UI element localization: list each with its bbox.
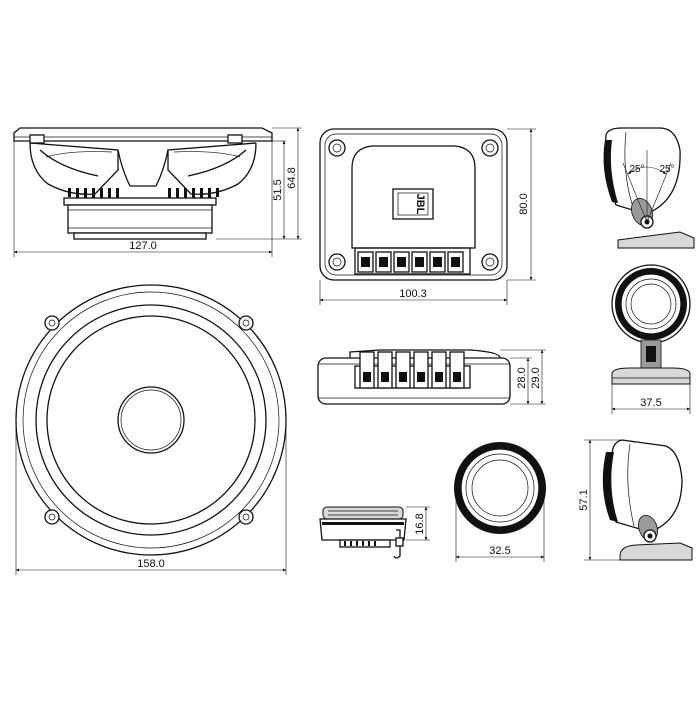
woofer-total-depth-label: 64.8 xyxy=(286,167,298,188)
woofer-side-view xyxy=(13,127,273,240)
terminal-block xyxy=(357,251,464,273)
pod-front-dimensions: 37.5 xyxy=(611,384,691,414)
tweeter-diameter-label: 32.5 xyxy=(489,545,510,557)
woofer-front-dimensions: 158.0 xyxy=(15,420,287,575)
jbl-logo-text: JBL xyxy=(414,194,426,215)
woofer-side-dimensions: 127.0 51.5 64.8 xyxy=(13,127,302,257)
woofer-front-diameter-label: 158.0 xyxy=(137,558,165,570)
tilt-left-label: 25° xyxy=(629,164,644,175)
jbl-logo: JBL xyxy=(392,188,434,220)
pod-front-view xyxy=(611,264,691,385)
woofer-front-view xyxy=(15,284,287,556)
pod-base-width-label: 37.5 xyxy=(640,397,661,409)
pod-bottom-dimensions: 57.1 xyxy=(578,439,622,561)
crossover-side-view xyxy=(317,349,511,405)
pod-side-view: 25° 25° xyxy=(603,127,695,249)
tweeter-front-dimensions: 32.5 xyxy=(455,488,545,562)
tweeter-front-view xyxy=(454,442,546,534)
crossover-depth-inner-label: 28.0 xyxy=(516,367,528,388)
crossover-height-label: 80.0 xyxy=(518,193,530,214)
pod-height-label: 57.1 xyxy=(578,489,590,510)
mounting-tabs xyxy=(44,315,254,525)
tweeter-mount-height-label: 16.8 xyxy=(414,513,426,534)
crossover-side-dimensions: 28.0 29.0 xyxy=(500,349,546,405)
pod-bottom-view xyxy=(602,439,693,561)
crossover-width-label: 100.3 xyxy=(399,288,427,300)
woofer-mount-depth-label: 51.5 xyxy=(272,179,284,200)
tilt-right-label: 25° xyxy=(659,164,674,175)
tweeter-side-view xyxy=(319,506,407,559)
woofer-width-label: 127.0 xyxy=(129,240,157,252)
tweeter-side-dimensions: 16.8 xyxy=(406,506,430,541)
crossover-top-view: JBL xyxy=(319,128,508,281)
crossover-depth-outer-label: 29.0 xyxy=(530,367,542,388)
crossover-top-dimensions: 100.3 80.0 xyxy=(319,128,536,305)
